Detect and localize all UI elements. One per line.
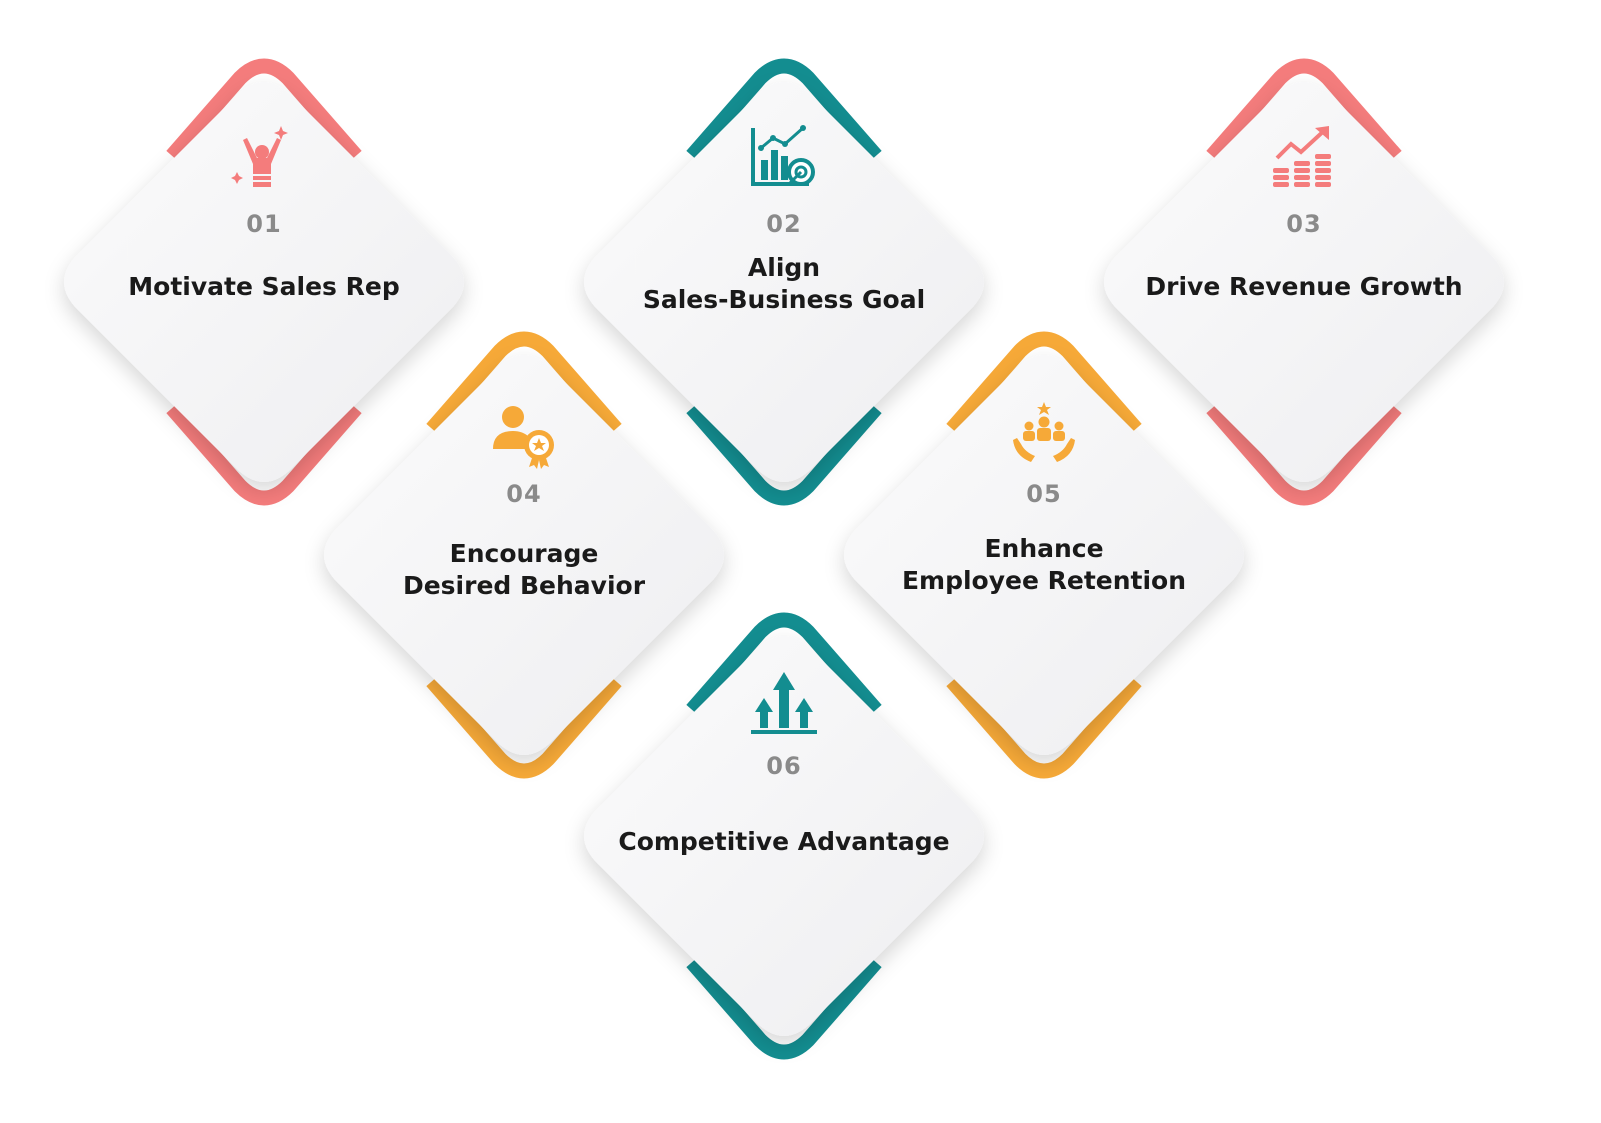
accent-arc-top — [1206, 58, 1402, 161]
item-label: Drive Revenue Growth — [1145, 272, 1463, 301]
accent-arc-bottom — [426, 676, 622, 779]
accent-arc-bottom — [946, 676, 1142, 779]
card-frame — [584, 58, 984, 506]
accent-arc-top — [426, 331, 622, 434]
card-02-align-sales-business-goal: 02 Align Sales-Business Goal — [554, 52, 1014, 512]
item-number: 02 — [766, 210, 802, 238]
item-number: 05 — [1026, 480, 1062, 508]
item-label: Encourage Desired Behavior — [402, 539, 646, 600]
item-number: 04 — [506, 480, 542, 508]
accent-arc-bottom — [1206, 403, 1402, 506]
card-06-competitive-advantage: 06 Competitive Advantage — [554, 606, 1014, 1066]
card-frame — [584, 612, 984, 1060]
growth-arrows-icon — [749, 668, 819, 738]
card-04-encourage-desired-behavior: 04 Encourage Desired Behavior — [294, 325, 754, 785]
item-number: 03 — [1286, 210, 1322, 238]
card-body — [324, 355, 724, 755]
card-frame — [324, 331, 724, 779]
card-01-motivate-sales-rep: 01 Motivate Sales Rep — [34, 52, 494, 512]
card-body — [1104, 82, 1504, 482]
card-05-enhance-employee-retention: 05 Enhance Employee Retention — [814, 325, 1274, 785]
accent-arc-bottom — [686, 957, 882, 1060]
item-label: Enhance Employee Retention — [901, 534, 1187, 595]
card-body — [584, 82, 984, 482]
revenue-growth-icon — [1269, 124, 1339, 194]
card-body — [64, 82, 464, 482]
item-label: Motivate Sales Rep — [128, 272, 400, 301]
card-body — [584, 636, 984, 1036]
accent-arc-top — [686, 612, 882, 715]
accent-arc-top — [946, 331, 1142, 434]
card-frame — [1104, 58, 1504, 506]
accent-arc-bottom — [686, 403, 882, 506]
celebrating-person-icon — [229, 124, 299, 194]
team-hands-icon — [1009, 400, 1079, 470]
chart-target-icon — [749, 124, 819, 194]
card-03-drive-revenue-growth: 03 Drive Revenue Growth — [1074, 52, 1534, 512]
card-body — [844, 355, 1244, 755]
item-number: 06 — [766, 752, 802, 780]
item-label: Align Sales-Business Goal — [642, 253, 926, 314]
item-label: Competitive Advantage — [618, 827, 950, 856]
accent-arc-top — [686, 58, 882, 161]
item-number: 01 — [246, 210, 282, 238]
person-badge-icon — [489, 403, 559, 473]
card-frame — [844, 331, 1244, 779]
card-frame — [64, 58, 464, 506]
accent-arc-top — [166, 58, 362, 161]
accent-arc-bottom — [166, 403, 362, 506]
